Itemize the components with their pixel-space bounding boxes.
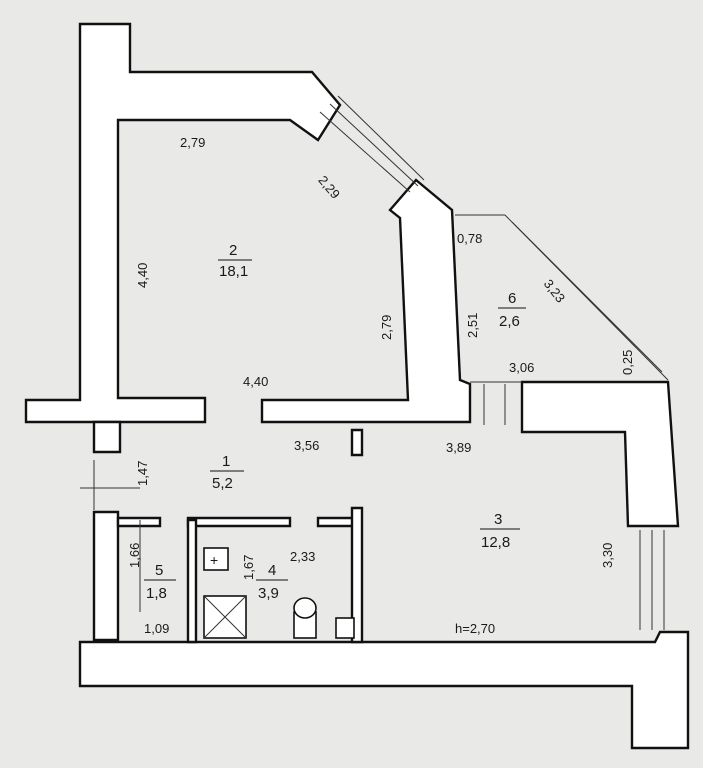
room-3-number: 3 [494, 511, 502, 528]
wall-room2-outer [24, 22, 342, 424]
room-1-area: 5,2 [212, 475, 233, 492]
fixtures: + [203, 547, 355, 639]
windows [80, 95, 669, 630]
wall-partition-bath-top2 [186, 516, 292, 528]
wall-left-lower [92, 510, 120, 642]
dim-left-room2: 4,40 [135, 263, 150, 288]
window-line [337, 95, 425, 181]
wall-bath-room3 [350, 506, 364, 644]
washer-icon [335, 617, 355, 639]
room-2-number: 2 [229, 242, 237, 259]
balcony-line [511, 221, 663, 373]
dim-bath-left: 1,67 [241, 555, 256, 580]
sink-icon: + [210, 552, 218, 568]
wall-left-stub [92, 420, 122, 454]
wall-room3-right [520, 380, 680, 528]
window-line [329, 103, 419, 187]
dim-hall-top: 3,56 [294, 438, 319, 453]
room-5-number: 5 [155, 562, 163, 579]
toilet-icon [293, 597, 317, 619]
dim-balcony-right: 0,25 [620, 350, 635, 375]
room-6-number: 6 [508, 290, 516, 307]
dim-bath-top: 2,33 [290, 549, 315, 564]
wall-partition-bath-top [116, 516, 162, 528]
shower-tray-icon [203, 595, 247, 639]
wall-partition-bath-top3 [316, 516, 358, 528]
room-labels: 2 18,1 6 2,6 1 5,2 3 12,8 5 1,8 4 3,9 [144, 242, 526, 602]
wall-hall-room3 [350, 428, 364, 457]
dim-right-room2: 2,79 [379, 315, 394, 340]
room-1-number: 1 [222, 453, 230, 470]
room-6-area: 2,6 [499, 313, 520, 330]
room-3-area: 12,8 [481, 534, 510, 551]
room-4-number: 4 [268, 562, 276, 579]
dim-closet-left: 1,66 [127, 543, 142, 568]
walls [24, 22, 690, 750]
dim-room3-right: 3,30 [600, 543, 615, 568]
wall-bottom [78, 630, 690, 750]
room-5-area: 1,8 [146, 585, 167, 602]
dim-room3-top: 3,89 [446, 440, 471, 455]
room-2-area: 18,1 [219, 263, 248, 280]
dim-balcony-bottom: 3,06 [509, 360, 534, 375]
ceiling-height: h=2,70 [455, 621, 495, 636]
wall-bath-divider [186, 518, 198, 644]
dim-balcony-top: 0,78 [457, 231, 482, 246]
dim-closet-bottom: 1,09 [144, 621, 169, 636]
wall-room2-right [260, 178, 472, 424]
sink-icon [203, 547, 229, 571]
dim-bottom-room2: 4,40 [243, 374, 268, 389]
dim-hall-left: 1,47 [135, 461, 150, 486]
dim-top-room2: 2,79 [180, 135, 205, 150]
room-4-area: 3,9 [258, 585, 279, 602]
dim-balcony-left: 2,51 [465, 313, 480, 338]
window-line [319, 111, 411, 193]
